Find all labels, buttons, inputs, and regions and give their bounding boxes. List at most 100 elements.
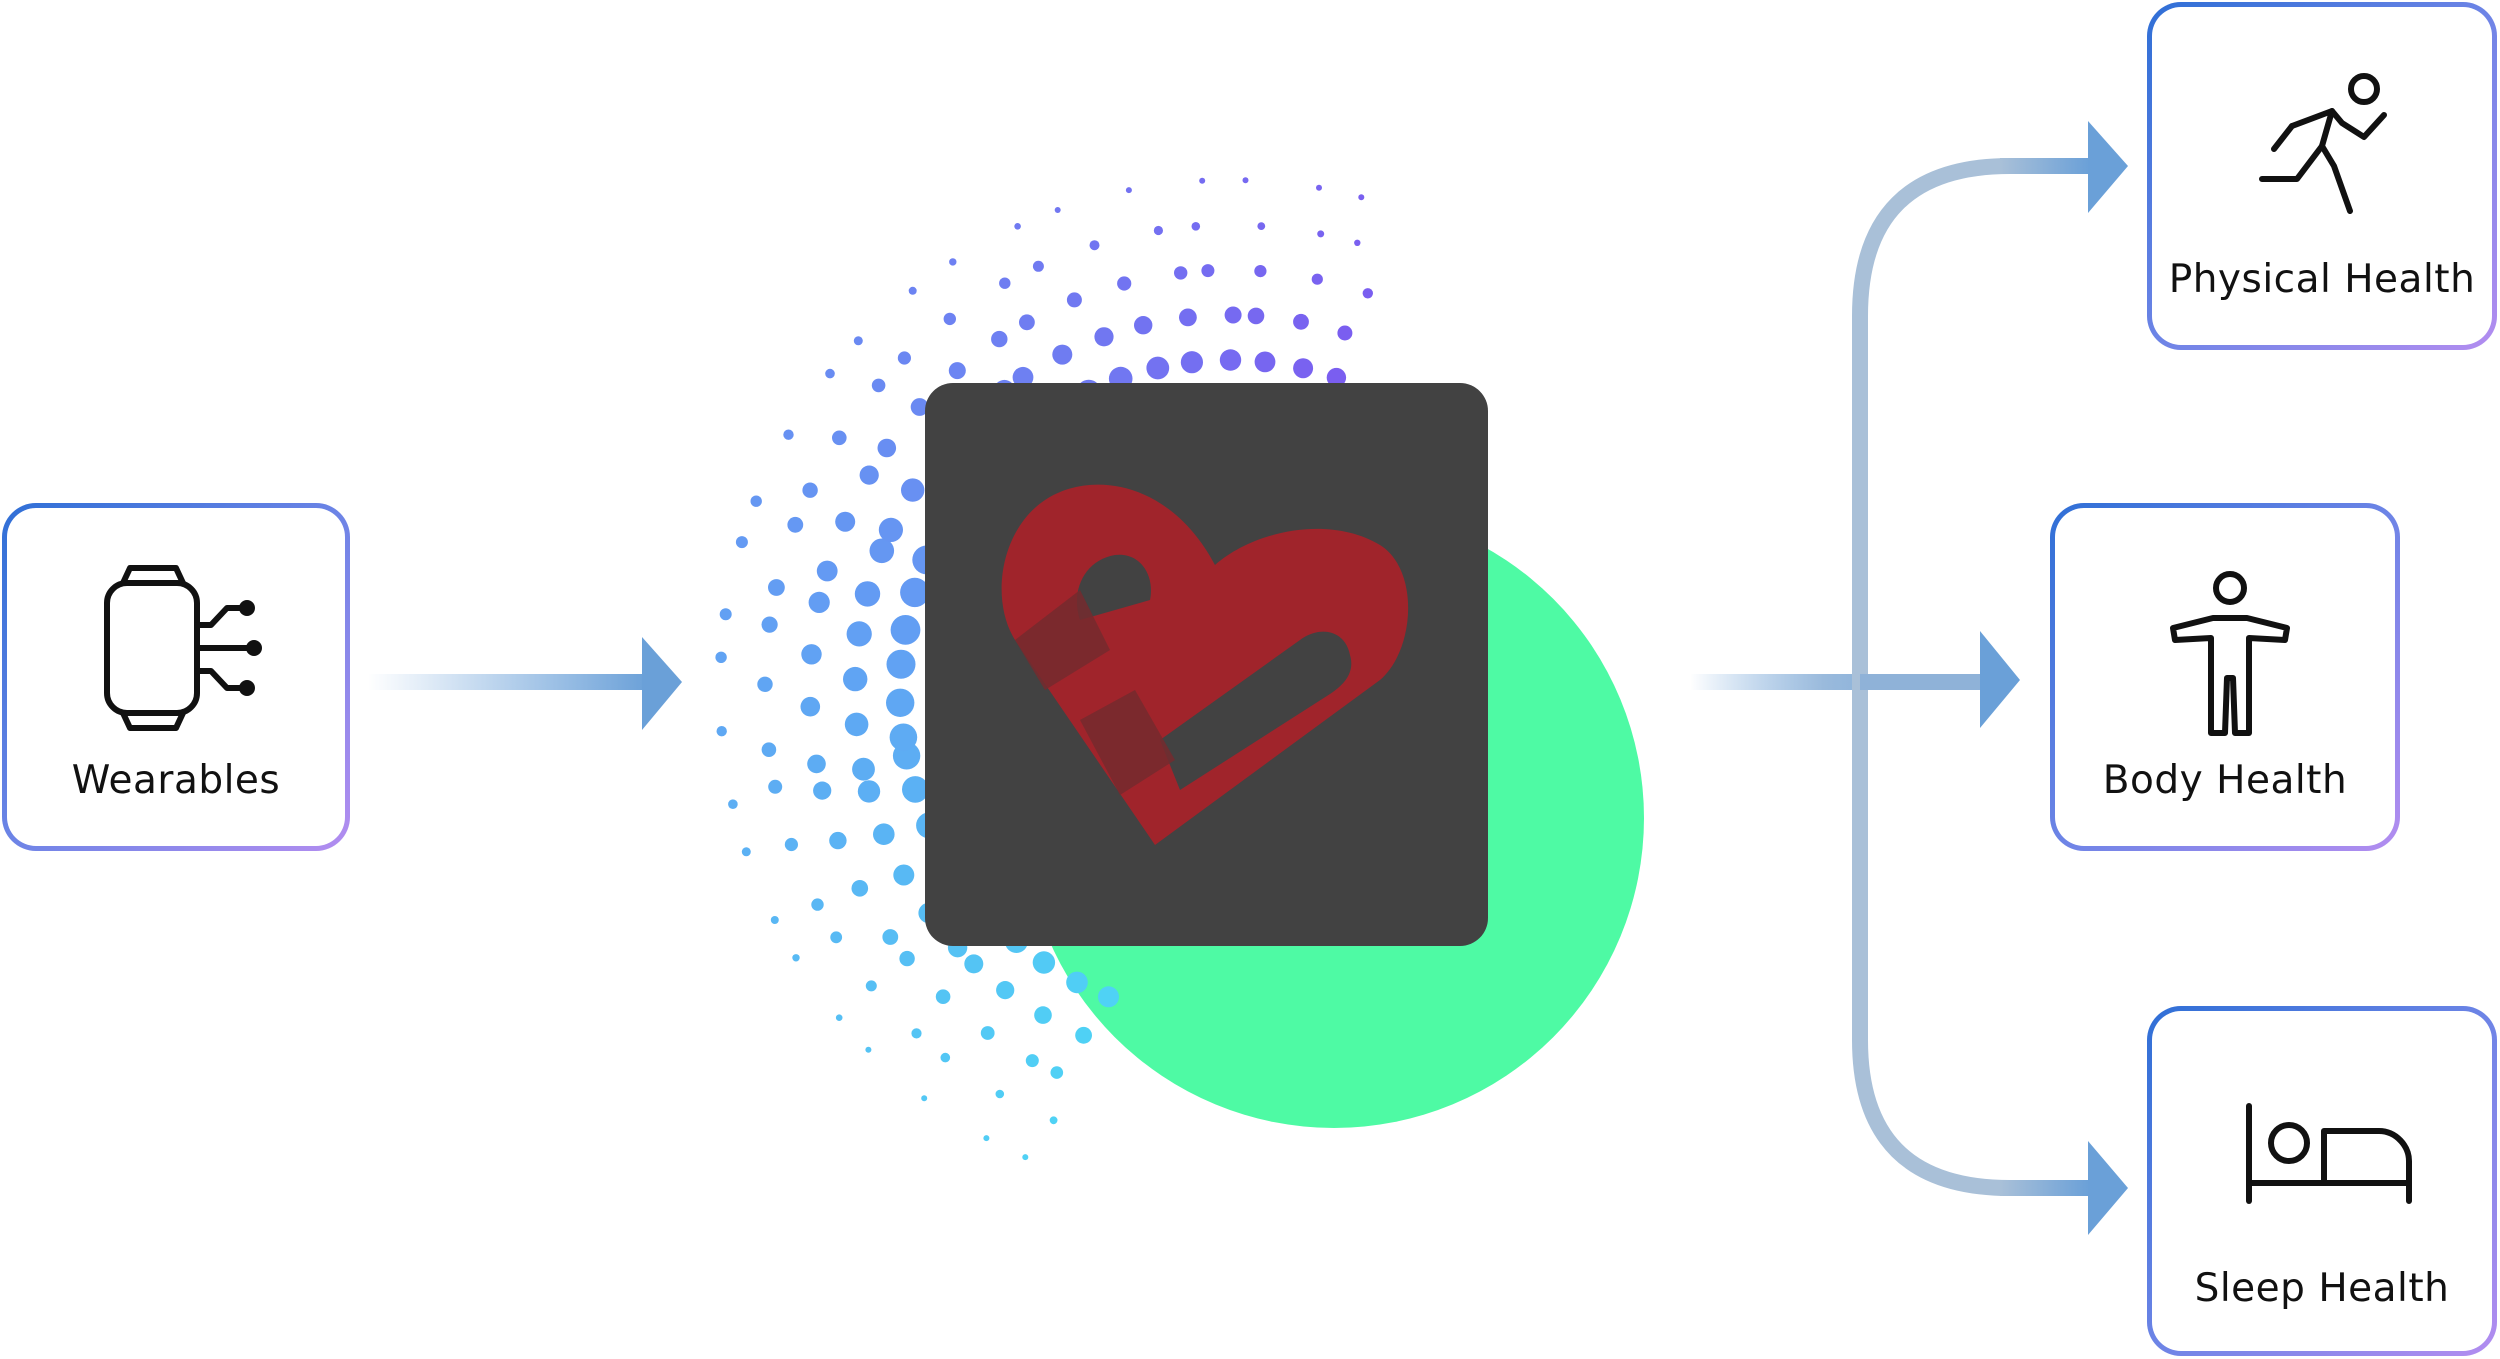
halo-dot — [908, 286, 917, 295]
halo-dot — [1075, 1026, 1092, 1044]
halo-dot — [768, 579, 785, 596]
halo-dot — [859, 465, 879, 485]
halo-dot — [1012, 366, 1034, 388]
halo-dot — [1219, 349, 1242, 371]
halo-dot — [878, 517, 904, 543]
heart-b-logo — [1001, 484, 1409, 845]
halo-dot — [846, 621, 872, 647]
halo-dot — [854, 581, 881, 607]
body-health-card: Body Health — [2050, 503, 2400, 851]
halo-dot — [1179, 308, 1197, 327]
halo-dot — [1094, 327, 1114, 347]
halo-dot — [1049, 1116, 1058, 1125]
halo-dot — [889, 723, 918, 752]
halo-dot — [1146, 356, 1170, 380]
halo-dot — [761, 616, 778, 633]
physical-health-card: Physical Health — [2147, 2, 2497, 350]
halo-dot — [882, 929, 899, 945]
halo-dot — [719, 608, 732, 621]
halo-dot — [897, 351, 912, 365]
halo-dot — [715, 651, 727, 663]
halo-dot — [1224, 306, 1242, 324]
halo-dot — [1358, 194, 1365, 201]
halo-dot — [829, 831, 847, 850]
halo-dot — [768, 779, 783, 794]
halo-dot — [808, 591, 830, 614]
halo-dot — [783, 429, 794, 440]
halo-dot — [750, 495, 762, 507]
halo-dot — [1191, 222, 1201, 231]
halo-dot — [851, 880, 869, 897]
halo-dot — [811, 898, 824, 911]
halo-dot — [1242, 177, 1249, 184]
halo-dot — [935, 989, 951, 1004]
halo-dot — [899, 950, 915, 967]
halo-dot — [890, 615, 921, 645]
halo-dot — [807, 754, 826, 774]
halo-dot — [843, 666, 868, 692]
halo-dot — [999, 277, 1011, 289]
halo-dot — [943, 312, 956, 326]
halo-dot — [1293, 358, 1314, 379]
halo-dot — [1098, 986, 1119, 1008]
halo-dot — [1050, 1066, 1064, 1079]
halo-dot — [949, 258, 957, 266]
halo-dot — [980, 1026, 995, 1040]
halo-dot — [865, 1046, 872, 1053]
halo-dot — [893, 864, 915, 886]
halo-dot — [800, 696, 821, 717]
halo-dot — [830, 931, 843, 944]
halo-dot — [940, 1052, 951, 1063]
halo-dot — [1034, 1006, 1052, 1024]
halo-dot — [1247, 307, 1265, 325]
halo-dot — [948, 362, 966, 380]
halo-dot — [886, 649, 916, 679]
physical-health-label: Physical Health — [2168, 257, 2476, 302]
halo-dot — [983, 1135, 990, 1142]
smartwatch-data-icon — [104, 565, 262, 731]
halo-dot — [901, 478, 925, 502]
halo-dot — [853, 336, 863, 346]
halo-dot — [1317, 230, 1325, 238]
input-arrow — [368, 637, 682, 730]
halo-dot — [1254, 351, 1276, 373]
halo-dot — [770, 916, 779, 924]
halo-dot — [1125, 187, 1132, 194]
halo-dot — [1025, 1054, 1039, 1068]
halo-dot — [1316, 184, 1322, 191]
halo-dot — [835, 1014, 843, 1021]
halo-dot — [1257, 222, 1266, 231]
halo-dot — [1089, 240, 1100, 251]
halo-dot — [1066, 971, 1088, 994]
halo-dot — [1362, 288, 1374, 299]
body-health-label: Body Health — [2102, 758, 2348, 803]
halo-dot — [784, 837, 799, 852]
halo-dot — [921, 1095, 928, 1102]
halo-dot — [1022, 1154, 1029, 1161]
halo-dot — [1311, 273, 1323, 285]
halo-dot — [1117, 276, 1132, 291]
halo-dot — [741, 847, 751, 857]
halo-dot — [877, 438, 897, 458]
sleep-health-label: Sleep Health — [2194, 1266, 2450, 1311]
halo-dot — [1337, 325, 1353, 341]
halo-dot — [991, 330, 1008, 348]
output-connector — [1690, 121, 2128, 1235]
halo-dot — [995, 1089, 1005, 1099]
halo-dot — [792, 954, 800, 962]
bed-icon — [2246, 1103, 2412, 1204]
halo-dot — [1293, 313, 1309, 330]
halo-dot — [865, 980, 877, 992]
halo-dot — [871, 378, 886, 393]
running-person-icon — [2259, 73, 2387, 214]
halo-dot — [835, 511, 856, 532]
halo-dot — [857, 780, 881, 803]
halo-dot — [1326, 367, 1347, 388]
halo-dot — [1199, 177, 1206, 184]
halo-dot — [1019, 314, 1035, 331]
halo-dot — [873, 823, 895, 845]
halo-dot — [716, 726, 727, 737]
halo-dot — [844, 712, 869, 737]
halo-dot — [1174, 266, 1188, 280]
